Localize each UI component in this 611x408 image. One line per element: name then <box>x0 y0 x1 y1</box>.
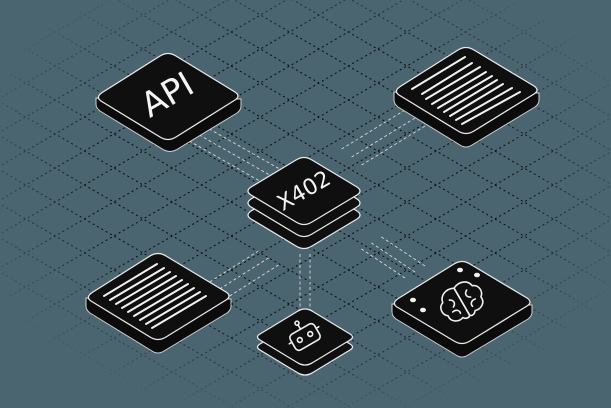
api-tile: API <box>95 52 242 152</box>
connector-robot <box>299 252 311 312</box>
connector-brain <box>359 235 426 279</box>
brain-icon <box>440 281 484 322</box>
document-tile-bottom-left <box>85 252 232 354</box>
droplet-icons <box>410 267 480 313</box>
document-tile-top-right <box>393 46 540 148</box>
connector-doc-top-right <box>339 109 426 167</box>
robot-tile <box>256 308 354 376</box>
document-lines-icon <box>411 56 521 125</box>
document-lines-icon <box>103 263 207 329</box>
robot-icon <box>288 320 321 352</box>
x402-stack: X402 <box>247 156 361 250</box>
brain-tile <box>391 260 533 358</box>
